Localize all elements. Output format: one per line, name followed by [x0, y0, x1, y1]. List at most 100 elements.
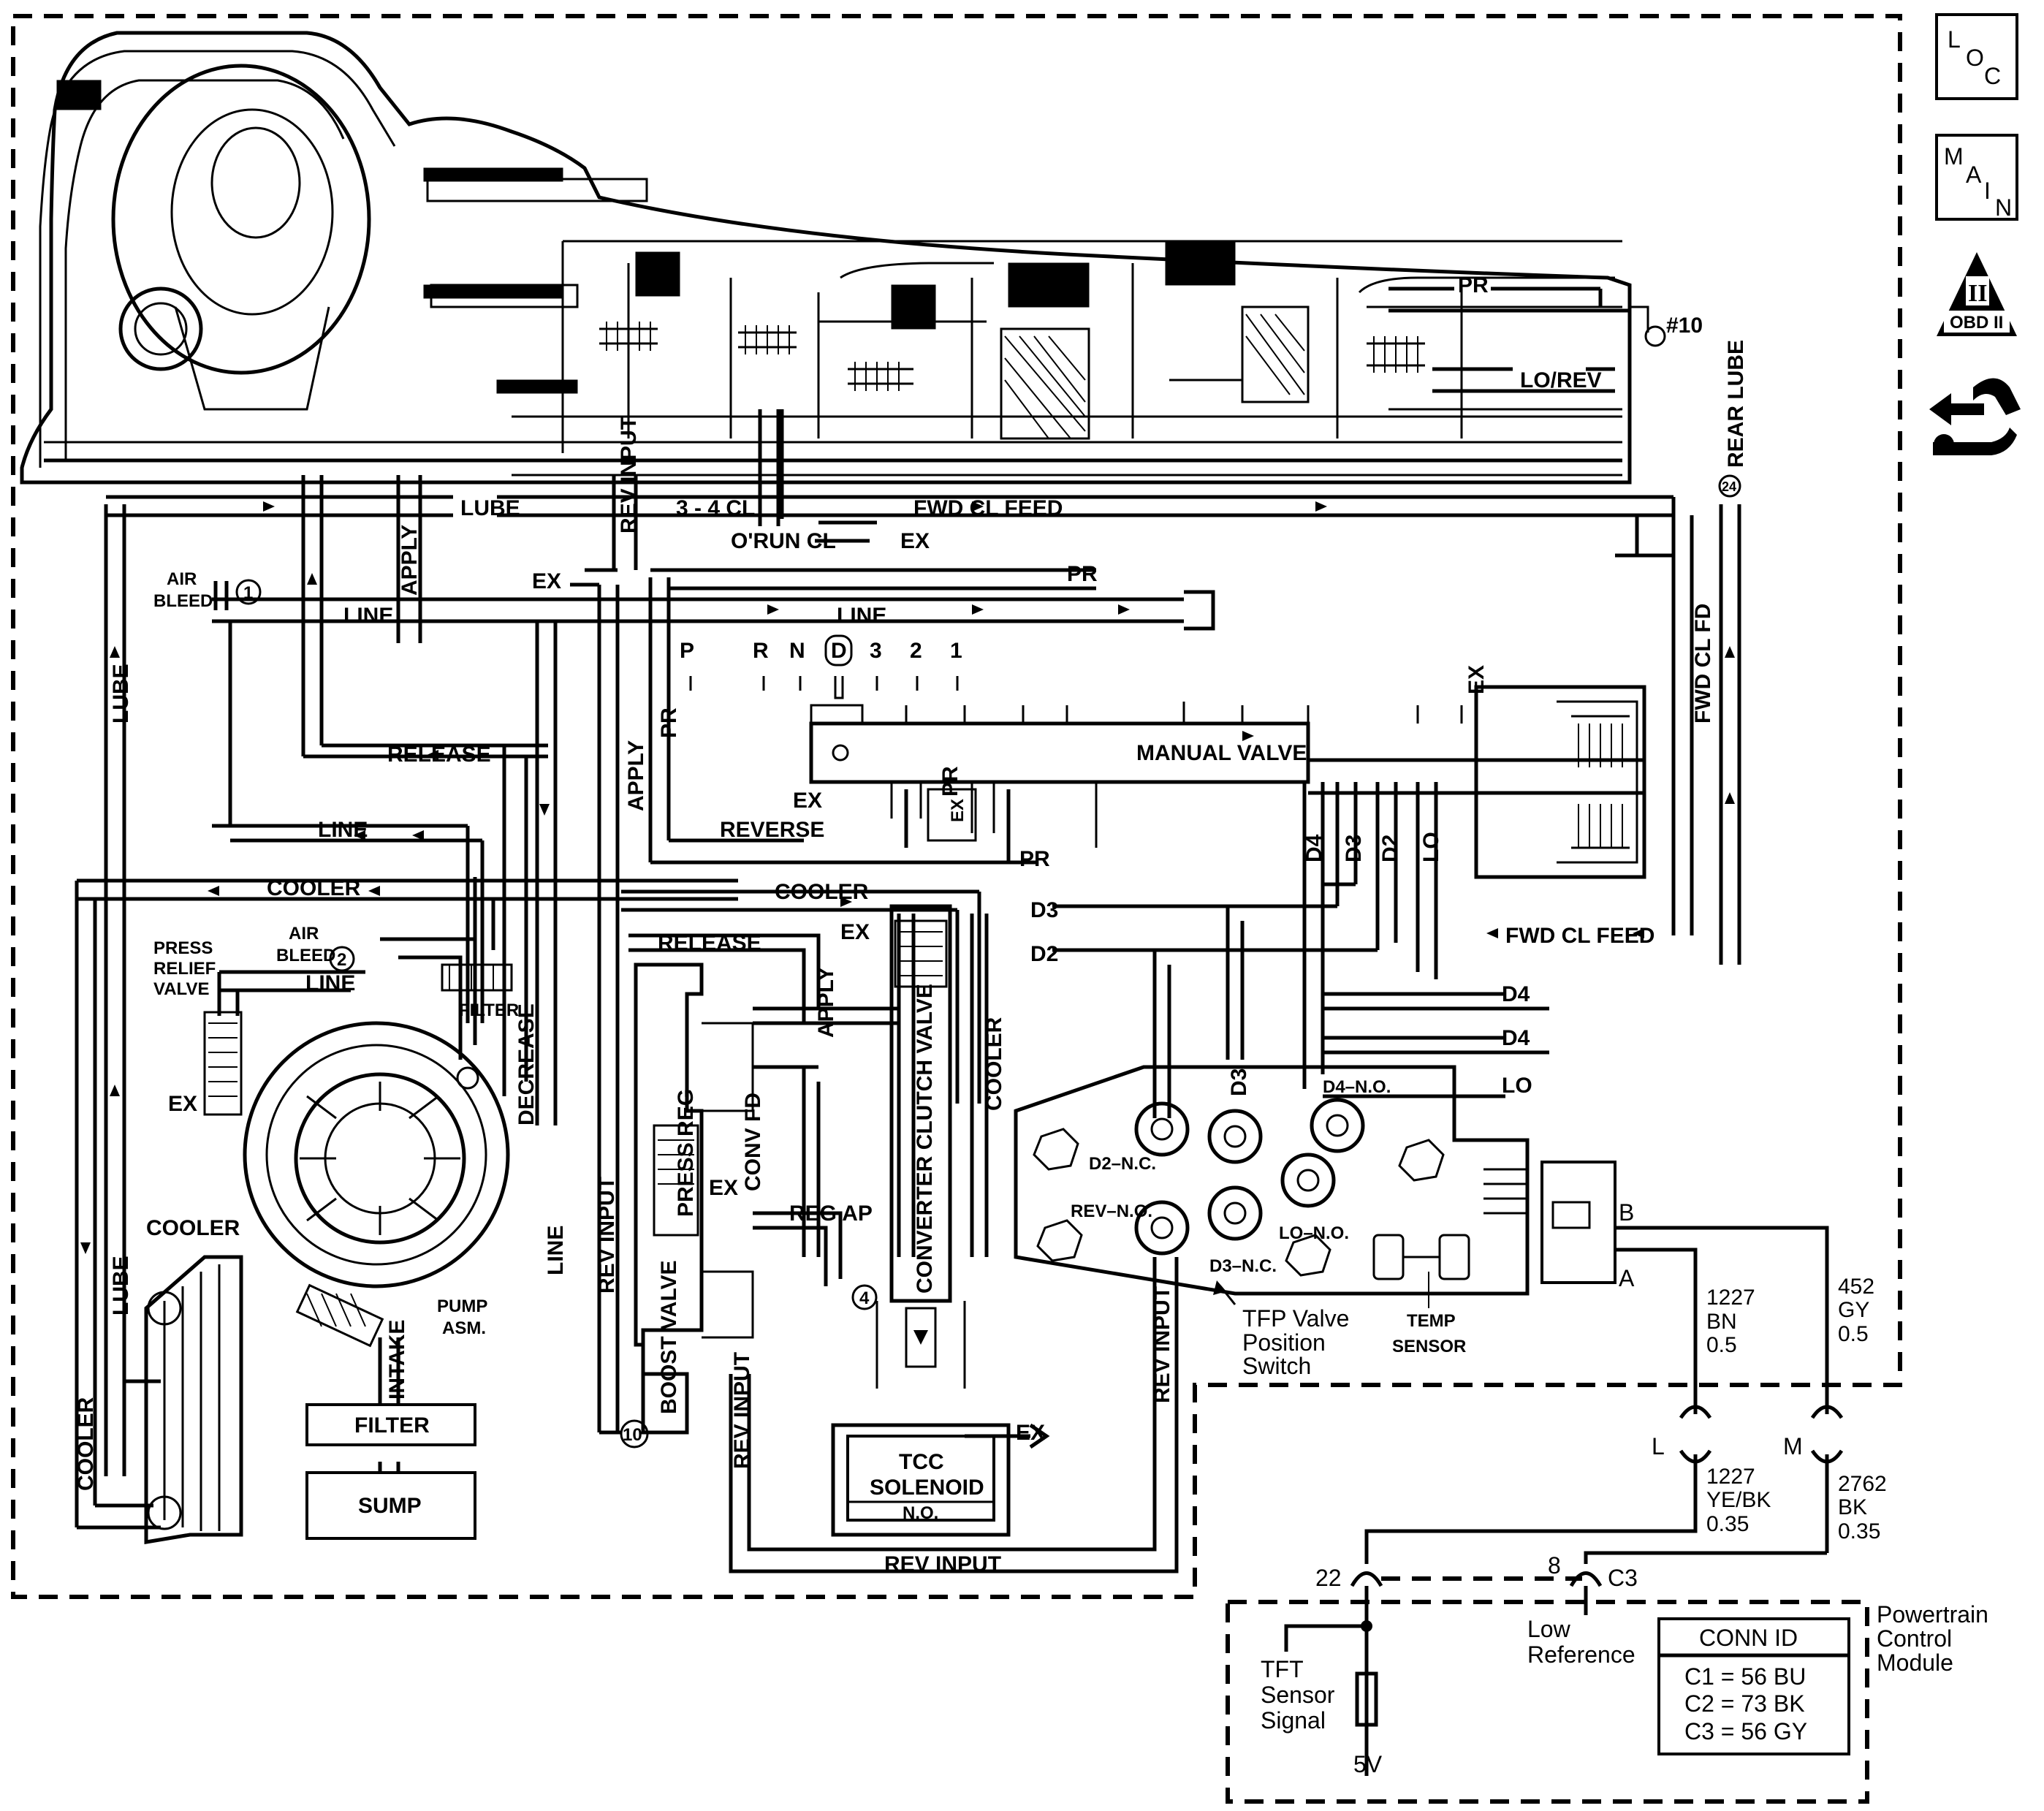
svg-text:0.35: 0.35 — [1838, 1519, 1880, 1544]
svg-text:M: M — [1783, 1433, 1803, 1459]
svg-text:BLEED: BLEED — [276, 946, 335, 965]
svg-text:Switch: Switch — [1242, 1353, 1311, 1379]
callout-24: 24 — [1718, 474, 1741, 498]
connector-m[interactable]: M — [1783, 1389, 1844, 1553]
svg-text:BOOST VALVE: BOOST VALVE — [657, 1260, 681, 1414]
svg-text:N: N — [789, 639, 805, 663]
svg-text:24: 24 — [1722, 479, 1736, 494]
loc-button[interactable]: L O C — [1935, 13, 2018, 100]
svg-text:FILTER: FILTER — [459, 1001, 519, 1020]
intake-label: INTAKE — [385, 1320, 409, 1400]
callout-10: 10 — [599, 1419, 649, 1449]
svg-text:SENSOR: SENSOR — [1392, 1337, 1466, 1356]
cooler-label-tcc: COOLER — [982, 1017, 1006, 1111]
orun-cl-label: O'RUN CL — [731, 529, 836, 553]
lo-label-right: LO — [1502, 1074, 1532, 1098]
svg-text:RELIEF: RELIEF — [153, 959, 216, 979]
svg-text:0.35: 0.35 — [1706, 1512, 1749, 1536]
d3-label-left: D3 — [1030, 898, 1058, 922]
fwd-cl-feed-label-top: FWD CL FEED — [913, 496, 1063, 520]
line-label-vertical: LINE — [544, 1226, 568, 1275]
pr-label-vertical: PR — [657, 707, 681, 738]
svg-text:Reference: Reference — [1527, 1641, 1635, 1668]
svg-text:2: 2 — [910, 639, 922, 663]
tcc-solenoid: TCC SOLENOID N.O. — [831, 1423, 1050, 1537]
svg-text:A: A — [1619, 1265, 1635, 1291]
pin-8-c3[interactable]: 8 C3 — [1548, 1552, 1638, 1615]
svg-text:II: II — [1968, 280, 1987, 307]
svg-text:1227: 1227 — [1706, 1286, 1755, 1310]
pr-label-mid: PR — [1067, 562, 1098, 586]
svg-text:CONVERTER CLUTCH VALVE: CONVERTER CLUTCH VALVE — [913, 984, 937, 1294]
sump-box: SUMP — [305, 1471, 476, 1540]
tfp-switch[interactable]: D2–N.C. REV–N.O. D3–N.C. LO–N.O. D4–N.O. — [1014, 1065, 1616, 1296]
svg-text:BLEED: BLEED — [153, 591, 213, 611]
svg-text:D: D — [831, 639, 847, 663]
converter-clutch-valve: CONVERTER CLUTCH VALVE — [875, 904, 966, 1389]
air-bleed-1: AIR BLEED 1 — [153, 569, 262, 611]
ex-label-orun: EX — [900, 529, 930, 553]
svg-text:PRESS REG: PRESS REG — [674, 1089, 698, 1217]
svg-text:1: 1 — [243, 583, 253, 603]
svg-text:O: O — [1966, 45, 1984, 71]
svg-text:Module: Module — [1877, 1649, 1953, 1676]
temp-sensor-label: TEMP SENSOR — [1392, 1272, 1466, 1356]
d2-label-left: D2 — [1030, 942, 1058, 966]
svg-text:1: 1 — [950, 639, 962, 663]
svg-text:10: 10 — [623, 1425, 642, 1445]
release-label-left: RELEASE — [387, 743, 491, 767]
svg-text:D4–N.O.: D4–N.O. — [1323, 1077, 1391, 1097]
svg-text:COOLER: COOLER — [146, 1216, 240, 1240]
cooler-label-left: COOLER — [267, 876, 361, 900]
pressure-relief-valve: PRESS RELIEF VALVE — [153, 938, 243, 1116]
connector-l[interactable]: L — [1652, 1389, 1712, 1498]
rev-input-label-right: REV INPUT — [1150, 1286, 1174, 1403]
tfp-switch-label: TFP Valve Position Switch — [1213, 1280, 1349, 1379]
conn-id-box: CONN ID C1 = 56 BU C2 = 73 BK C3 = 56 GY — [1657, 1617, 1850, 1755]
svg-text:BN: BN — [1706, 1310, 1737, 1334]
svg-text:Powertrain: Powertrain — [1877, 1601, 1988, 1628]
pr-label-bottom: PR — [1019, 847, 1050, 871]
fwd-cl-feed-label-bottom: FWD CL FEED — [1505, 924, 1654, 948]
tools-icon[interactable] — [1929, 378, 2021, 456]
svg-text:1227: 1227 — [1706, 1465, 1755, 1489]
reg-ap-label-text: REG AP — [789, 1201, 873, 1226]
svg-text:A: A — [1966, 162, 1982, 188]
svg-text:Low: Low — [1527, 1616, 1571, 1642]
lo-label-vertical: LO — [1419, 832, 1443, 862]
svg-text:D2–N.C.: D2–N.C. — [1089, 1154, 1156, 1174]
pin-22[interactable]: 22 — [1315, 1565, 1383, 1776]
svg-text:VALVE: VALVE — [153, 979, 209, 999]
svg-text:M: M — [1944, 143, 1964, 170]
cooler-label-right: COOLER — [775, 880, 869, 904]
lo-rev-passage — [1432, 367, 1615, 393]
svg-text:ASM.: ASM. — [442, 1318, 486, 1338]
lube-label-top: LUBE — [460, 496, 520, 520]
svg-text:TFP Valve: TFP Valve — [1242, 1305, 1349, 1332]
ex-label-pressreg: EX — [709, 1176, 738, 1200]
air-bleed-2: AIR BLEED 2 — [276, 924, 355, 972]
svg-text:C1 = 56 BU: C1 = 56 BU — [1684, 1663, 1806, 1690]
rev-input-label-left: REV INPUT — [595, 1177, 619, 1294]
d4-label-2: D4 — [1502, 1026, 1530, 1050]
svg-text:L: L — [1948, 26, 1961, 53]
line-label-relief: LINE — [305, 971, 355, 995]
obd-ii-icon[interactable]: II OBD II — [1937, 252, 2017, 336]
svg-text:OBD II: OBD II — [1950, 313, 2003, 333]
d4-label-1: D4 — [1502, 982, 1530, 1006]
lube-label-left: LUBE — [109, 664, 133, 724]
main-button[interactable]: M A I N — [1935, 134, 2018, 221]
line-label-manual: LINE — [837, 604, 886, 628]
svg-text:AIR: AIR — [289, 924, 319, 944]
svg-text:D3–N.C.: D3–N.C. — [1209, 1256, 1277, 1276]
svg-text:Control: Control — [1877, 1625, 1952, 1652]
svg-text:Sensor: Sensor — [1261, 1682, 1335, 1708]
svg-text:B: B — [1619, 1199, 1634, 1226]
svg-text:5V: 5V — [1353, 1751, 1383, 1777]
d3-label-tfp: D3 — [1227, 1068, 1251, 1096]
lube-label-bottom: LUBE — [109, 1256, 133, 1315]
three-four-cl-label: 3 - 4 CL — [676, 496, 755, 520]
return-springs — [599, 322, 1425, 391]
manual-valve: MANUAL VALVE EX — [809, 685, 1646, 879]
pressure-regulator-valve: PRESS REG BOOST VALVE — [634, 963, 754, 1435]
